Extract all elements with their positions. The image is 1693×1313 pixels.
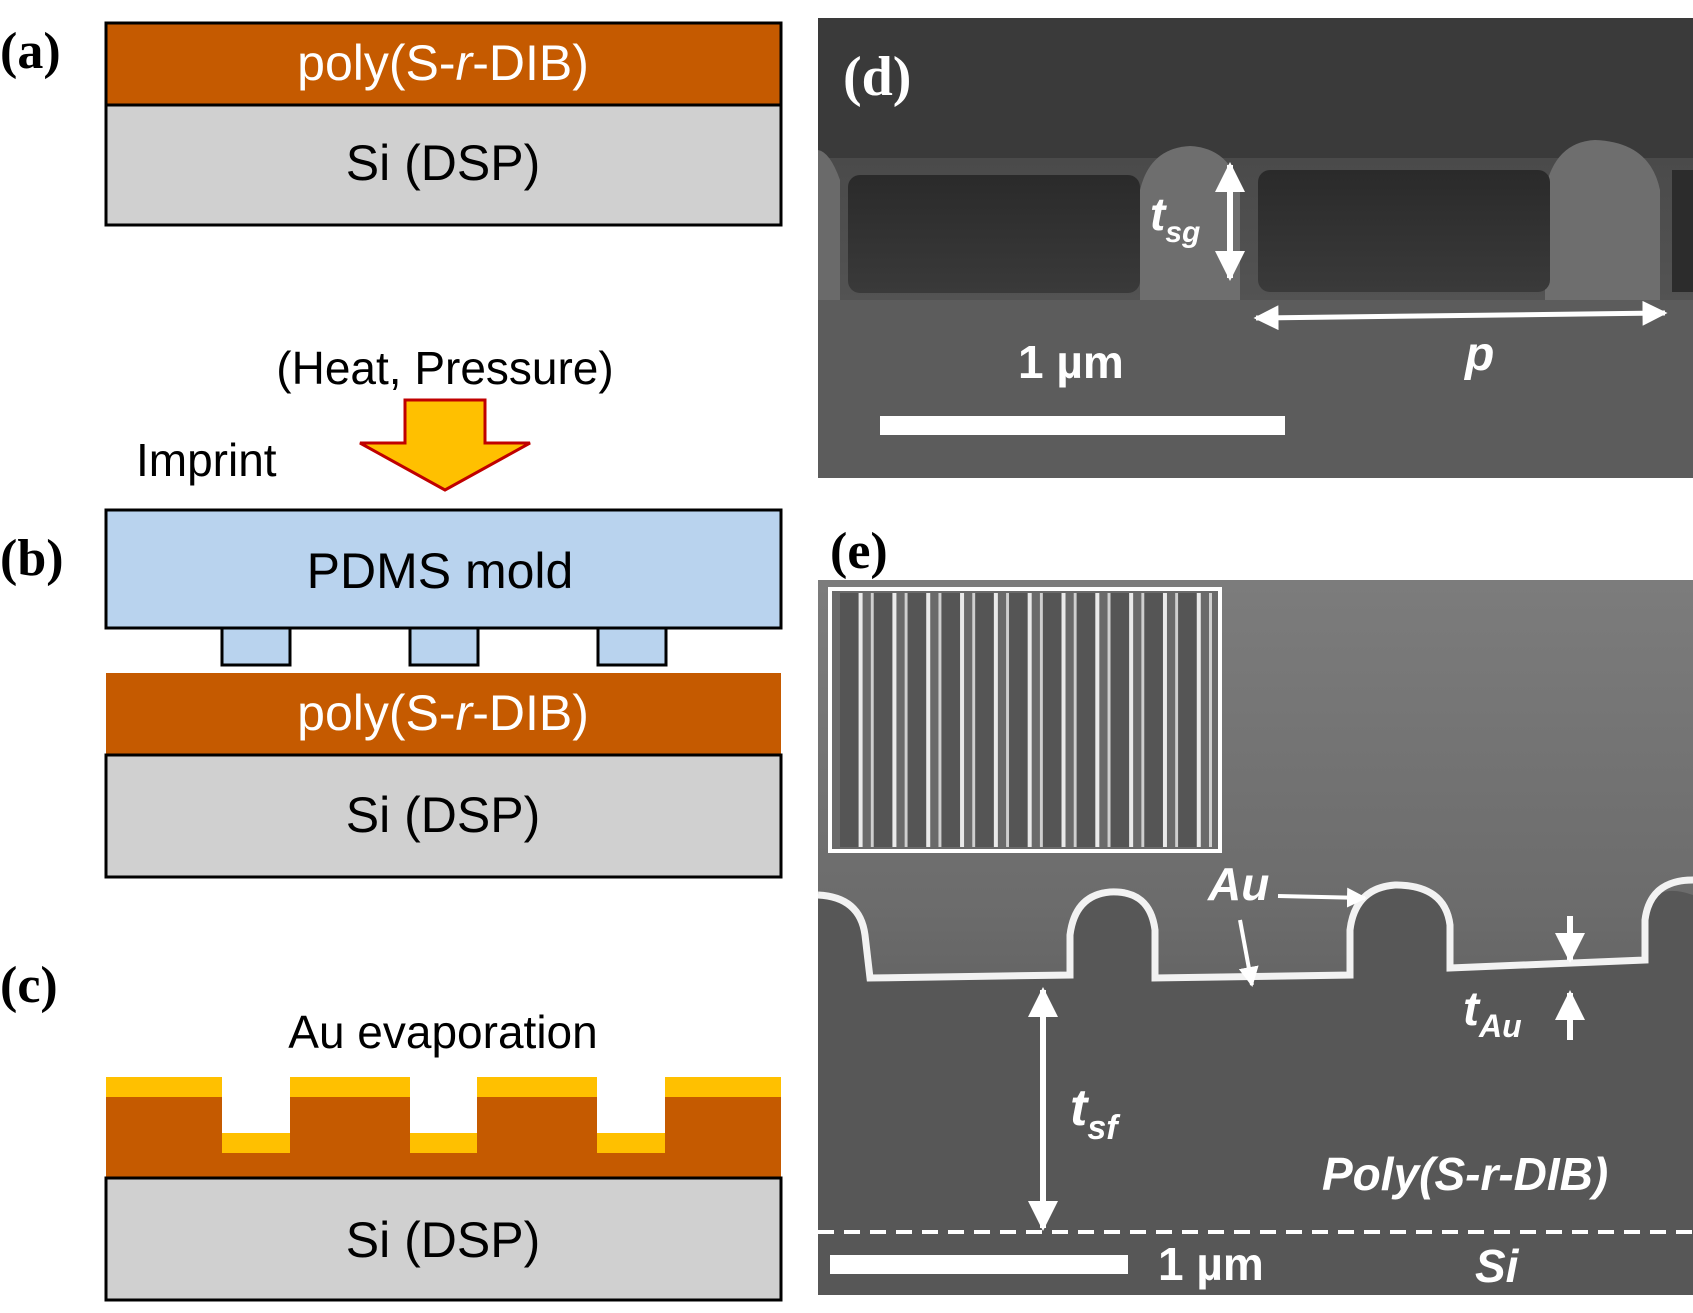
mold-protrusion bbox=[220, 626, 292, 667]
panel-a-si-substrate bbox=[104, 103, 783, 227]
inset-groove bbox=[873, 593, 893, 847]
au-film-groove bbox=[222, 1133, 290, 1153]
inset-ridge-edge bbox=[1196, 593, 1201, 847]
inset-ridge-edge bbox=[904, 593, 908, 847]
period-arrow bbox=[1253, 300, 1668, 331]
sem-d-groove bbox=[848, 175, 1140, 293]
panel-b-label: (b) bbox=[0, 530, 64, 587]
heat-pressure-label: (Heat, Pressure) bbox=[276, 342, 613, 394]
au-film-ridge bbox=[106, 1077, 222, 1097]
scale-bar-d bbox=[880, 416, 1285, 435]
inset-ridge-edge bbox=[1061, 593, 1066, 847]
inset-ridge-edge bbox=[1039, 593, 1043, 847]
down-arrow-icon bbox=[359, 398, 531, 492]
inset-groove bbox=[1076, 593, 1096, 847]
inset-ridge-edge bbox=[1027, 593, 1032, 847]
panel-a-polymer-label: poly(S-r-DIB) bbox=[297, 35, 589, 91]
au-label: Au bbox=[1207, 858, 1269, 910]
panel-b-polymer-label: poly(S-r-DIB) bbox=[297, 685, 589, 741]
inset-groove bbox=[941, 593, 961, 847]
inset-ridge-edge bbox=[960, 593, 965, 847]
panel-e-label: (e) bbox=[830, 523, 888, 580]
panel-a: (a) poly(S-r-DIB) Si (DSP) bbox=[0, 21, 783, 227]
period-label: p bbox=[1463, 328, 1494, 381]
au-pointer-arrow bbox=[1277, 887, 1367, 908]
au-pointer-arrow bbox=[1238, 919, 1259, 987]
sem-d-top bbox=[818, 18, 1693, 158]
inset-groove bbox=[1144, 593, 1163, 847]
au-film-groove bbox=[410, 1133, 477, 1153]
inset-ridge-edge bbox=[993, 593, 998, 847]
sem-d-groove bbox=[1258, 170, 1550, 292]
panel-c-label: (c) bbox=[0, 957, 58, 1014]
sem-d-ridge bbox=[1545, 140, 1660, 300]
scale-bar-e bbox=[830, 1255, 1128, 1274]
panel-d-sem: (d) tsg p 1 µm bbox=[818, 18, 1693, 478]
sem-d-groove bbox=[1672, 170, 1693, 292]
mold-protrusion bbox=[408, 626, 480, 667]
au-film-groove bbox=[597, 1133, 665, 1153]
inset-ridge-edge bbox=[1209, 593, 1212, 847]
inset-ridge-edge bbox=[1162, 593, 1167, 847]
panel-b-polymer-layer bbox=[106, 673, 781, 755]
au-evaporation-label: Au evaporation bbox=[288, 1006, 597, 1058]
au-film-profile bbox=[817, 876, 1693, 982]
panel-d-label: (d) bbox=[843, 46, 911, 108]
panel-a-polymer-layer bbox=[104, 21, 783, 107]
inset-top-view bbox=[828, 587, 1222, 853]
mold-protrusion bbox=[596, 626, 668, 667]
inset-groove bbox=[975, 593, 994, 847]
inset-ridge-edge bbox=[1073, 593, 1077, 847]
si-label: Si bbox=[1475, 1240, 1520, 1292]
inset-ridge-edge bbox=[1107, 593, 1111, 847]
inset-ridge-edge bbox=[870, 593, 874, 847]
inset-groove bbox=[1009, 593, 1028, 847]
inset-ridge-edge bbox=[1006, 593, 1010, 847]
pdms-mold-label: PDMS mold bbox=[307, 543, 574, 599]
au-film-ridge bbox=[477, 1077, 597, 1097]
panel-b-si-label: Si (DSP) bbox=[346, 787, 540, 843]
panel-c-si-substrate bbox=[104, 1176, 783, 1302]
inset-groove bbox=[1042, 593, 1062, 847]
inset-groove bbox=[907, 593, 927, 847]
polymer-label: Poly(S-r-DIB) bbox=[1322, 1148, 1608, 1200]
inset-ridge-edge bbox=[938, 593, 942, 847]
pdms-mold bbox=[104, 508, 783, 630]
t-sf-label: tsf bbox=[1070, 1079, 1121, 1147]
inset-grating-lines bbox=[840, 593, 1212, 847]
t-sg-label: tsg bbox=[1150, 188, 1200, 249]
au-film-ridge bbox=[665, 1077, 781, 1097]
inset-ridge-edge bbox=[1175, 593, 1179, 847]
sem-d-ridge bbox=[818, 150, 840, 300]
inset-groove bbox=[1110, 593, 1130, 847]
panel-c-si-label: Si (DSP) bbox=[346, 1212, 540, 1268]
panel-a-si-label: Si (DSP) bbox=[346, 135, 540, 191]
inset-ridge-edge bbox=[892, 593, 897, 847]
panel-c: (c) Au evaporation Si (DSP) bbox=[0, 957, 783, 1302]
imprint-step: (Heat, Pressure) Imprint bbox=[136, 342, 614, 492]
inset-ridge-edge bbox=[1095, 593, 1100, 847]
inset-groove bbox=[1178, 593, 1197, 847]
panel-b-si-substrate bbox=[104, 753, 783, 879]
panel-b: (b) PDMS mold poly(S-r-DIB) Si (DSP) bbox=[0, 508, 783, 879]
scale-bar-e-label: 1 µm bbox=[1158, 1238, 1264, 1290]
inset-ridge-edge bbox=[926, 593, 931, 847]
inset-ridge-edge bbox=[1129, 593, 1134, 847]
inset-ridge-edge bbox=[972, 593, 976, 847]
grating-polymer bbox=[106, 1097, 781, 1178]
inset-ridge-edge bbox=[858, 593, 863, 847]
inset-ridge-edge bbox=[1141, 593, 1145, 847]
imprint-label: Imprint bbox=[136, 434, 277, 486]
panel-e-sem: (e) Au tAu tsf Poly(S-r-DIB) Si 1 µm bbox=[817, 523, 1693, 1295]
sem-d-film bbox=[818, 300, 1693, 478]
panel-a-label: (a) bbox=[0, 23, 61, 80]
inset-groove bbox=[840, 593, 859, 847]
t-au-label: tAu bbox=[1463, 983, 1522, 1044]
scale-bar-d-label: 1 µm bbox=[1018, 336, 1124, 388]
au-film-ridge bbox=[290, 1077, 410, 1097]
